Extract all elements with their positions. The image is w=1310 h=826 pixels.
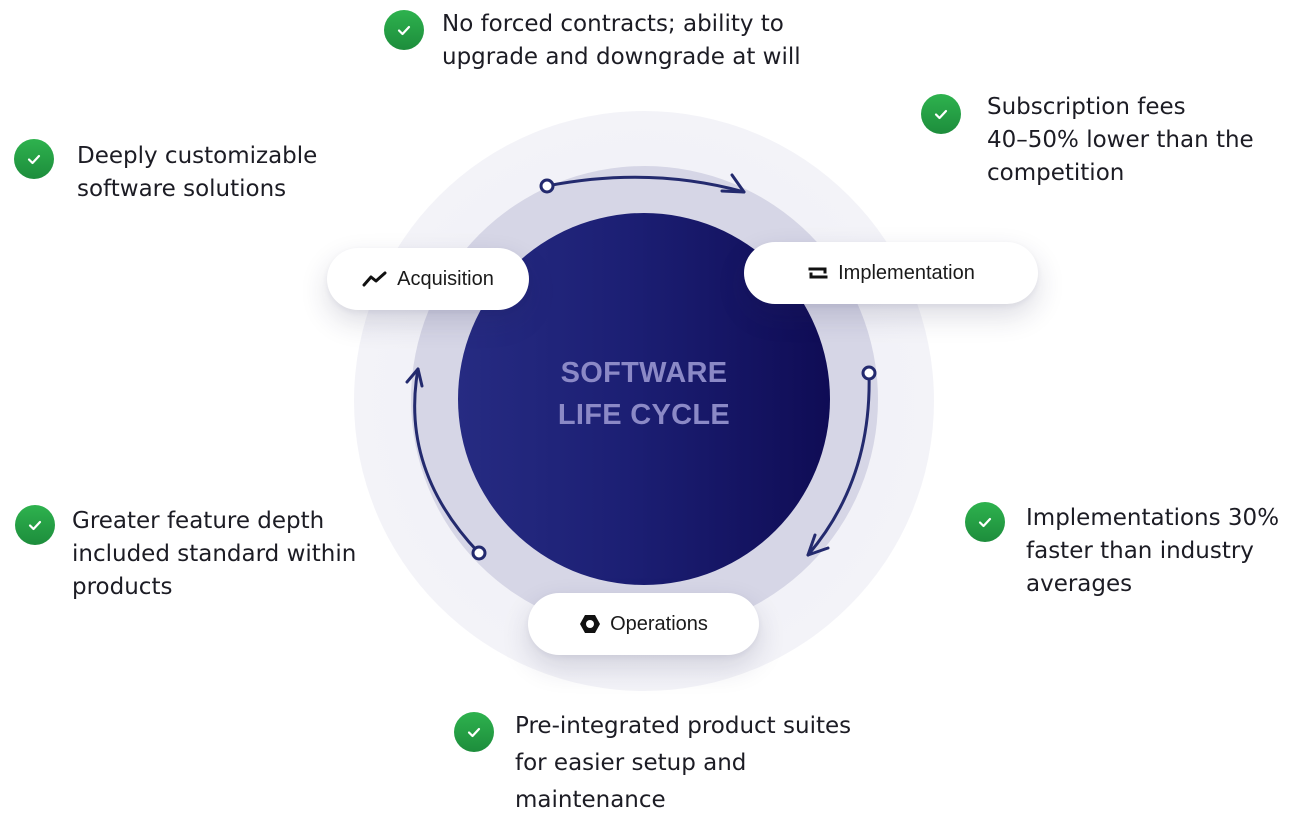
feature-pre-integrated: Pre-integrated product suites for easier… — [454, 712, 851, 819]
feature-line: maintenance — [515, 787, 666, 813]
check-icon — [15, 505, 55, 545]
center-title-line-2: LIFE CYCLE — [557, 399, 731, 431]
feature-customizable: Deeply customizable software solutions — [14, 139, 317, 206]
feature-text: No forced contracts; ability to upgrade … — [442, 8, 801, 74]
feature-line: Subscription fees — [987, 94, 1186, 120]
check-icon — [965, 502, 1005, 542]
stage-acquisition: Acquisition — [327, 248, 529, 310]
feature-line: products — [72, 574, 173, 600]
feature-implementations: Implementations 30% faster than industry… — [965, 502, 1279, 601]
cycle-arrow-right — [806, 371, 871, 557]
cycle-arrow-top — [545, 175, 746, 194]
feature-no-contracts: No forced contracts; ability to upgrade … — [384, 10, 801, 74]
cycle-dot-top — [539, 178, 555, 194]
feature-line: No forced contracts; ability to — [442, 11, 784, 37]
check-icon — [14, 139, 54, 179]
cycle-arrow-left-head — [405, 367, 424, 388]
check-icon — [454, 712, 494, 752]
cycle-arrow-top-head — [720, 173, 746, 194]
feature-text: Subscription fees 40–50% lower than the … — [987, 91, 1254, 190]
feature-line: competition — [987, 160, 1125, 186]
feature-subscription-fees: Subscription fees 40–50% lower than the … — [921, 94, 1254, 190]
feature-line: for easier setup and — [515, 750, 747, 776]
check-icon — [384, 10, 424, 50]
center-title-line-1: SOFTWARE — [560, 357, 728, 389]
feature-depth: Greater feature depth included standard … — [15, 505, 356, 604]
stage-operations: Operations — [528, 593, 759, 655]
cycle-arrow-right-head — [806, 533, 830, 557]
feature-line: Deeply customizable — [77, 143, 318, 169]
feature-line: 40–50% lower than the — [987, 127, 1254, 153]
stage-implementation: Implementation — [744, 242, 1038, 304]
stage-operations-label: Operations — [610, 612, 708, 635]
cycle-dot-right — [861, 365, 877, 381]
trend-line-icon — [362, 270, 388, 288]
transfer-arrows-icon — [807, 264, 829, 282]
check-icon — [921, 94, 961, 134]
stage-acquisition-label: Acquisition — [397, 267, 494, 290]
feature-line: Implementations 30% — [1026, 505, 1280, 531]
feature-line: faster than industry — [1026, 538, 1254, 564]
feature-line: Greater feature depth — [72, 508, 325, 534]
feature-line: averages — [1026, 571, 1133, 597]
center-title: SOFTWARE LIFE CYCLE — [458, 352, 830, 436]
feature-text: Deeply customizable software solutions — [77, 140, 317, 206]
stage-implementation-label: Implementation — [838, 261, 975, 284]
feature-text: Implementations 30% faster than industry… — [1026, 502, 1279, 601]
feature-line: included standard within — [72, 541, 357, 567]
hexagon-icon — [579, 613, 601, 635]
cycle-arrow-left — [413, 367, 481, 555]
feature-text: Pre-integrated product suites for easier… — [515, 708, 851, 819]
feature-line: Pre-integrated product suites — [515, 713, 852, 739]
cycle-dot-left — [471, 545, 487, 561]
feature-line: upgrade and downgrade at will — [442, 44, 801, 70]
feature-line: software solutions — [77, 176, 287, 202]
feature-text: Greater feature depth included standard … — [72, 505, 356, 604]
